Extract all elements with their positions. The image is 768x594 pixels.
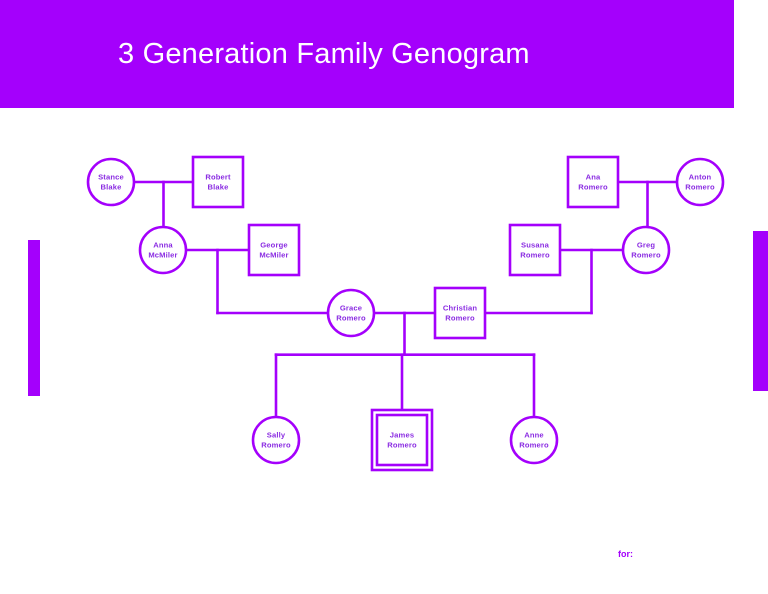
node-christian-romero[interactable] — [433, 286, 487, 340]
node-anne-romero[interactable] — [509, 415, 559, 465]
node-james-romero[interactable] — [375, 413, 429, 467]
footer-for-label: for: — [618, 549, 633, 559]
node-anton-romero[interactable] — [675, 157, 725, 207]
header-band — [0, 0, 734, 108]
accent-bar-right — [753, 231, 768, 391]
connector-lines — [132, 180, 679, 419]
node-stance-blake[interactable] — [86, 157, 136, 207]
genogram-nodes — [86, 155, 725, 472]
node-anna-mcmiler[interactable] — [138, 225, 188, 275]
node-sally-romero[interactable] — [251, 415, 301, 465]
node-grace-romero[interactable] — [326, 288, 376, 338]
node-susana-romero[interactable] — [508, 223, 562, 277]
node-greg-romero[interactable] — [621, 225, 671, 275]
genogram-diagram — [86, 155, 725, 472]
node-robert-blake[interactable] — [191, 155, 245, 209]
node-george-mcmiler[interactable] — [247, 223, 301, 277]
page-title: 3 Generation Family Genogram — [118, 38, 530, 70]
node-ana-romero[interactable] — [566, 155, 620, 209]
accent-bar-left — [28, 240, 40, 396]
